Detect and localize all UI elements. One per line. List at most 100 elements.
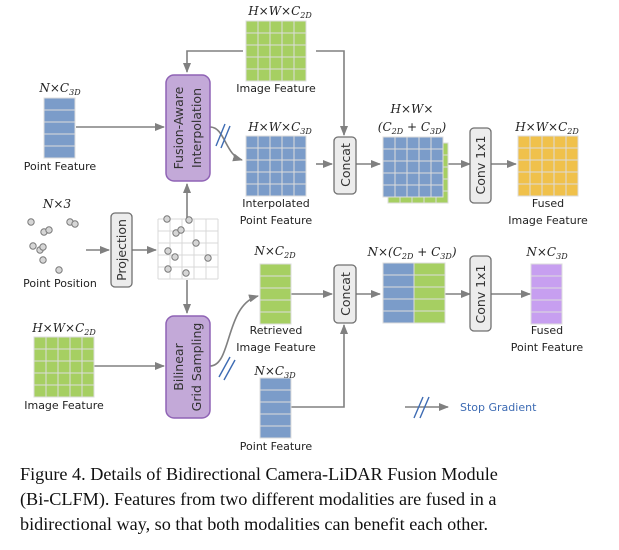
- top-point-feature-tensor-cell: [43, 109, 76, 123]
- retrieved-feature-tensor: [259, 263, 292, 325]
- bottom-image-feature-tensor-cell: [45, 336, 59, 350]
- arrow-sampling-to-retrieved: [209, 294, 259, 367]
- top-image-feature-tensor-cell: [281, 44, 295, 58]
- bottom-image-feature-tensor-cell: [33, 372, 47, 386]
- interpolated-feature-tensor-cell: [245, 159, 259, 173]
- fused-point-feature-tensor-cell: [530, 275, 563, 289]
- bottom-point-feature-tensor: [259, 377, 292, 439]
- bottom-image-feature-tensor-cell: [69, 360, 83, 374]
- top-image-feature-tensor-cell: [257, 32, 271, 46]
- concat-tensor-front-cell: [382, 148, 396, 162]
- concat-op-bottom: Concat: [333, 264, 357, 324]
- fused-image-feature-tensor-cell: [565, 159, 579, 173]
- bottom-image-feature-tensor-cell: [57, 372, 71, 386]
- fused-point-feature-tensor-cell: [530, 311, 563, 325]
- interpolated-feature-tensor-cell: [269, 171, 283, 185]
- interpolated-label-1: Interpolated: [242, 197, 309, 210]
- top-image-feature-tensor-cell: [269, 44, 283, 58]
- concat-bottom-point-part-cell: [382, 262, 415, 276]
- bottom-image-feature-tensor-cell: [45, 360, 59, 374]
- bottom-image-feature-tensor-cell: [57, 360, 71, 374]
- top-image-feature-tensor-cell: [245, 20, 259, 34]
- point-position-label: Point Position: [23, 277, 97, 290]
- concat-tensor-front-cell: [382, 172, 396, 186]
- concat-tensor-front-cell: [394, 172, 408, 186]
- fused-image-feature-tensor-cell: [541, 171, 555, 185]
- interpolated-feature-tensor-cell: [281, 159, 295, 173]
- interpolated-feature-tensor-cell: [293, 135, 307, 149]
- bottom-image-feature-tensor-cell: [81, 336, 95, 350]
- fused-image-feature-tensor-cell: [541, 135, 555, 149]
- interpolated-feature-tensor-cell: [293, 159, 307, 173]
- interpolated-feature-tensor-cell: [293, 147, 307, 161]
- retrieved-feature-tensor-cell: [259, 275, 292, 289]
- concat-bottom-point-part-cell: [382, 286, 415, 300]
- interpolated-feature-tensor-cell: [293, 183, 307, 197]
- projected-point: [164, 247, 172, 255]
- projected-point: [192, 239, 200, 247]
- bottom-image-feature-tensor-cell: [33, 360, 47, 374]
- fusion-aware-interpolation-module: Fusion-Aware Interpolation: [165, 74, 211, 182]
- projection-label: Projection: [114, 219, 129, 281]
- top-image-feature-tensor-cell: [293, 32, 307, 46]
- interpolated-feature-tensor-cell: [281, 171, 295, 185]
- top-image-feature-tensor-cell: [281, 32, 295, 46]
- projected-point: [185, 216, 193, 224]
- top-point-dim: N×C3D: [38, 81, 81, 97]
- arrow-fusion-to-interpolated: [209, 126, 243, 162]
- fused-image-dim: H×W×C2D: [514, 120, 579, 136]
- bottom-image-feature-tensor: [33, 336, 95, 398]
- fused-image-feature-tensor-cell: [517, 171, 531, 185]
- projected-point: [164, 265, 172, 273]
- fused-point-dim: N×C3D: [525, 245, 568, 261]
- fused-point-feature-tensor-cell: [530, 263, 563, 277]
- fused-image-feature-tensor-cell: [565, 183, 579, 197]
- top-image-feature-tensor-cell: [257, 56, 271, 70]
- bottom-image-feature-tensor-cell: [45, 348, 59, 362]
- arrow-image-to-fusion: [183, 50, 243, 73]
- raw-point: [45, 226, 53, 234]
- bottom-image-feature-tensor-cell: [69, 336, 83, 350]
- concat-tensor-front-cell: [430, 184, 444, 198]
- bottom-image-feature-tensor-cell: [33, 348, 47, 362]
- fused-image-feature-tensor-cell: [529, 147, 543, 161]
- fusion-module-line1: Fusion-Aware: [171, 86, 186, 169]
- top-point-feature-tensor-cell: [43, 145, 76, 159]
- concat-tensor-front-cell: [418, 172, 432, 186]
- concat-out-dim-2: (C2D + C3D): [378, 120, 447, 136]
- fused-image-feature-tensor-cell: [529, 183, 543, 197]
- interpolated-feature-tensor-cell: [257, 171, 271, 185]
- top-image-feature-tensor-cell: [281, 68, 295, 82]
- fused-point-label-1: Fused: [531, 324, 563, 337]
- concat-tensor-front-cell: [382, 160, 396, 174]
- concat-bottom-image-part-cell: [413, 286, 446, 300]
- point-position-dim: N×3: [42, 197, 72, 211]
- fusion-module-line2: Interpolation: [189, 88, 204, 168]
- concat-tensor-front-cell: [406, 184, 420, 198]
- bottom-image-feature-tensor-cell: [69, 384, 83, 398]
- concat-tensor-front-cell: [394, 160, 408, 174]
- concat-tensor-front: [382, 136, 444, 198]
- bilinear-grid-sampling-module: Bilinear Grid Sampling: [165, 315, 211, 419]
- top-image-feature-tensor-cell: [293, 68, 307, 82]
- interpolated-feature-tensor-cell: [269, 135, 283, 149]
- concat-tensor-front-cell: [394, 136, 408, 150]
- bottom-image-feature-tensor-cell: [33, 336, 47, 350]
- concat-bottom-point-part: [382, 262, 415, 324]
- concat-tensor-front-cell: [394, 184, 408, 198]
- conv-label-top: Conv 1x1: [473, 136, 488, 195]
- fused-image-feature-tensor-cell: [517, 135, 531, 149]
- fused-point-feature-tensor-cell: [530, 299, 563, 313]
- projection-op: Projection: [110, 212, 133, 288]
- caption-line-3: bidirectional way, so that both modaliti…: [20, 514, 489, 534]
- bottom-image-label: Image Feature: [24, 399, 104, 412]
- fused-image-feature-tensor-cell: [517, 183, 531, 197]
- concat-tensor-front-cell: [418, 184, 432, 198]
- bi-clfm-diagram: Fusion-Aware Interpolation Bilinear Grid…: [23, 4, 588, 453]
- top-image-feature-tensor-cell: [257, 44, 271, 58]
- top-image-feature-tensor-cell: [269, 32, 283, 46]
- fused-image-feature-tensor-cell: [553, 159, 567, 173]
- concat-label-bottom: Concat: [338, 272, 353, 316]
- interpolated-feature-tensor-cell: [245, 171, 259, 185]
- top-image-feature-tensor: [245, 20, 307, 82]
